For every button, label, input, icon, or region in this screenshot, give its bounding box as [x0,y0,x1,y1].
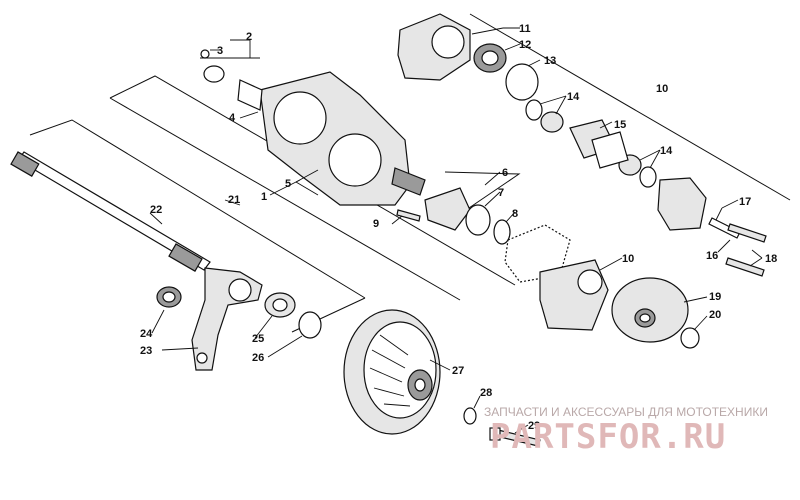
bolt-29-part [489,427,541,447]
callout-26: 26 [252,352,264,364]
callout-20: 20 [709,309,721,321]
callout-9: 9 [373,218,379,230]
driven-pulley-19-part [611,277,689,343]
callout-19: 19 [709,291,721,303]
callout-15: 15 [614,119,626,131]
callout-10-lower: 10 [622,253,634,265]
callout-4: 4 [229,112,236,124]
callout-18: 18 [765,253,777,265]
callout-1: 1 [261,191,267,203]
seal-7-part [465,204,491,236]
callout-8: 8 [512,208,518,220]
bracket-16-part [657,177,707,231]
mount-bracket-part [191,267,263,371]
callout-29: 29 [528,420,540,432]
gear-housing-part [200,49,426,206]
drive-shaft-part [10,151,211,272]
callout-27: 27 [452,365,464,377]
washer-28-part [463,407,477,425]
callout-28: 28 [480,387,492,399]
leader-lines [149,27,763,434]
callout-16: 16 [706,250,718,262]
ring-26-part [298,311,322,339]
callout-23: 23 [140,345,152,357]
callout-labels: 2 3 4 5 1 11 12 13 10 14 15 14 6 7 8 9 1… [140,23,777,432]
callout-3: 3 [217,45,223,57]
upper-housing-10-part [397,13,539,101]
lower-housing-10-part [504,224,609,331]
callout-21: 21 [228,194,240,206]
bearing-25-part [264,292,296,318]
ring-20-part [680,327,700,349]
callout-24: 24 [140,328,153,340]
callout-11: 11 [519,23,531,35]
watermark-text: ЗАПЧАСТИ И АКСЕССУАРЫ ДЛЯ МОТОТЕХНИКИ [484,405,768,419]
callout-7: 7 [498,187,504,199]
watermark-logo: PARTSFOR.RU [490,417,726,457]
ring-8-part [493,219,511,245]
cover-plate-6-part [424,187,471,231]
gasket-15-part [569,119,629,169]
callout-2: 2 [246,31,252,43]
callout-17: 17 [739,196,751,208]
callout-10-upper: 10 [656,83,668,95]
callout-6: 6 [502,167,508,179]
bearing-24-part [156,286,182,308]
drive-pulley-part [343,309,441,435]
bolts-18-part [725,223,767,277]
callout-12: 12 [519,39,531,51]
callout-14-lower: 14 [660,145,673,157]
callout-25: 25 [252,333,264,345]
bolt-9-part [396,209,421,222]
watermark: ЗАПЧАСТИ И АКСЕССУАРЫ ДЛЯ МОТОТЕХНИКИ PA… [484,405,768,457]
bracket-lines [29,13,791,333]
callout-14-upper: 14 [567,91,580,103]
callout-22: 22 [150,204,162,216]
callout-5: 5 [285,178,291,190]
callout-13: 13 [544,55,556,67]
